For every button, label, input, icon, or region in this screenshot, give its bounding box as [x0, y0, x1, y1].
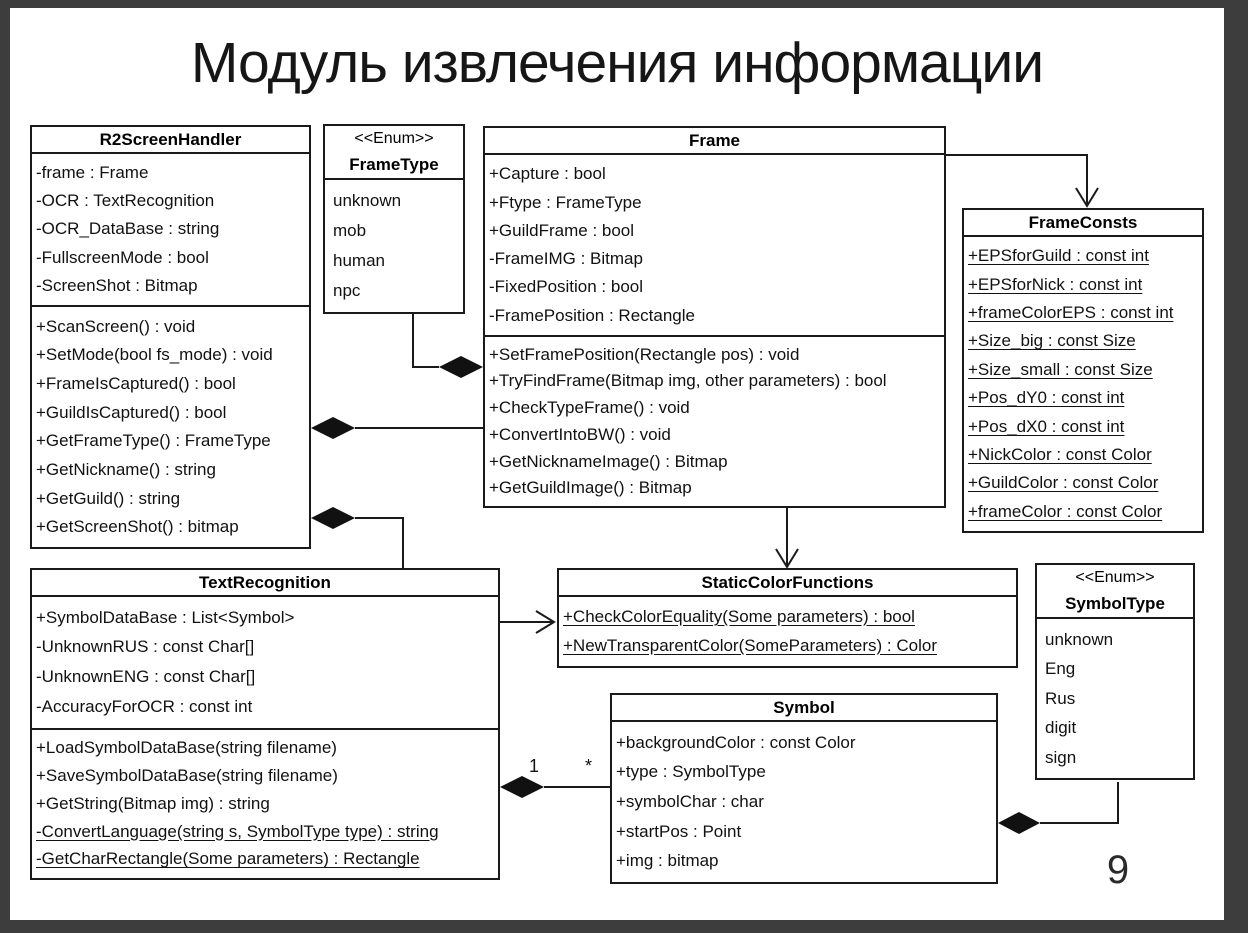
uml-attribute: -FramePosition : Rectangle [489, 305, 695, 325]
uml-method: +GetGuild() : string [36, 488, 181, 508]
enum-value: unknown [333, 191, 402, 210]
uml-attribute: +EPSforGuild : const int [968, 246, 1149, 266]
methods-section: +LoadSymbolDataBase(string filename) +Sa… [32, 727, 498, 878]
uml-method: +ScanScreen() : void [36, 316, 196, 336]
uml-method: +SetMode(bool fs_mode) : void [36, 345, 273, 365]
attributes-section: +Capture : bool +Ftype : FrameType +Guil… [485, 155, 944, 335]
page-number: 9 [1106, 848, 1130, 892]
enum-value: unknown [1045, 629, 1114, 649]
enum-value: sign [1045, 747, 1077, 767]
uml-method: +GetFrameType() : FrameType [36, 431, 271, 451]
enum-value: Rus [1045, 688, 1076, 708]
enum-name: FrameType [349, 155, 439, 174]
methods-section: +SetFramePosition(Rectangle pos) : void … [485, 335, 944, 506]
uml-method: +GetString(Bitmap img) : string [36, 793, 270, 813]
enum-values-section: unknown mob human npc [325, 180, 463, 312]
class-box-symbol: Symbol +backgroundColor : const Color +t… [610, 693, 998, 884]
attributes-section: +SymbolDataBase : List<Symbol> -UnknownR… [32, 597, 498, 728]
class-title: Frame [485, 128, 944, 155]
class-title: FrameConsts [964, 210, 1202, 237]
uml-attribute: +img : bitmap [616, 851, 719, 871]
multiplicity-one: 1 [529, 756, 540, 776]
uml-method: +FrameIsCaptured() : bool [36, 373, 236, 393]
uml-attribute: +GuildColor : const Color [968, 473, 1159, 493]
uml-attribute: -FullscreenMode : bool [36, 247, 209, 267]
uml-attribute: -AccuracyForOCR : const int [36, 696, 253, 716]
attributes-section: +EPSforGuild : const int +EPSforNick : c… [964, 237, 1202, 531]
class-box-frameconsts: FrameConsts +EPSforGuild : const int +EP… [962, 208, 1204, 533]
uml-attribute: -FixedPosition : bool [489, 277, 644, 297]
uml-method: +TryFindFrame(Bitmap img, other paramete… [489, 371, 887, 391]
uml-attribute: +EPSforNick : const int [968, 274, 1143, 294]
uml-attribute: +frameColorEPS : const int [968, 303, 1174, 323]
enum-stereotype: <<Enum>> [354, 130, 434, 147]
uml-method: +GetNickname() : string [36, 459, 216, 479]
uml-attribute: +Pos_dY0 : const int [968, 388, 1125, 408]
uml-attribute: +Pos_dX0 : const int [968, 416, 1125, 436]
uml-attribute: +NickColor : const Color [968, 444, 1152, 464]
uml-method: +LoadSymbolDataBase(string filename) [36, 738, 337, 758]
uml-method: +GetGuildImage() : Bitmap [489, 478, 692, 498]
uml-method: +SaveSymbolDataBase(string filename) [36, 766, 338, 786]
uml-attribute: -UnknownRUS : const Char[] [36, 637, 255, 657]
uml-attribute: -ScreenShot : Bitmap [36, 275, 198, 295]
class-title: R2ScreenHandler [32, 127, 309, 154]
uml-attribute: +SymbolDataBase : List<Symbol> [36, 607, 295, 627]
uml-attribute: +Capture : bool [489, 164, 606, 184]
methods-section: +CheckColorEquality(Some parameters) : b… [559, 597, 1016, 666]
class-box-textrecognition: TextRecognition +SymbolDataBase : List<S… [30, 568, 500, 880]
uml-method: +GetNicknameImage() : Bitmap [489, 451, 728, 471]
class-title: StaticColorFunctions [559, 570, 1016, 597]
uml-attribute: -OCR_DataBase : string [36, 219, 220, 239]
enum-value: mob [333, 221, 367, 240]
class-title: TextRecognition [32, 570, 498, 597]
uml-method: -GetCharRectangle(Some parameters) : Rec… [36, 849, 420, 869]
enum-value: human [333, 251, 385, 270]
uml-attribute: +Size_big : const Size [968, 331, 1136, 351]
methods-section: +ScanScreen() : void +SetMode(bool fs_mo… [32, 304, 309, 547]
uml-method: +CheckColorEquality(Some parameters) : b… [563, 607, 915, 626]
uml-attribute: -FrameIMG : Bitmap [489, 249, 643, 269]
uml-method: +CheckTypeFrame() : void [489, 398, 690, 418]
enum-title: <<Enum>> FrameType [325, 126, 463, 180]
attributes-section: +backgroundColor : const Color +type : S… [612, 722, 996, 882]
multiplicity-many: * [585, 756, 593, 776]
uml-method: -ConvertLanguage(string s, SymbolType ty… [36, 821, 439, 841]
enum-name: SymbolType [1065, 594, 1165, 613]
class-box-r2screenhandler: R2ScreenHandler -frame : Frame -OCR : Te… [30, 125, 311, 549]
uml-attribute: +backgroundColor : const Color [616, 732, 856, 752]
uml-method: +NewTransparentColor(SomeParameters) : C… [563, 636, 937, 655]
enum-box-frametype: <<Enum>> FrameType unknown mob human npc [323, 124, 465, 314]
uml-attribute: +GuildFrame : bool [489, 220, 635, 240]
uml-attribute: -frame : Frame [36, 163, 149, 183]
class-title: Symbol [612, 695, 996, 722]
uml-attribute: +Ftype : FrameType [489, 192, 642, 212]
uml-attribute: +type : SymbolType [616, 762, 766, 782]
uml-attribute: -OCR : TextRecognition [36, 191, 215, 211]
uml-method: +SetFramePosition(Rectangle pos) : void [489, 344, 800, 364]
slide-title: Модуль извлечения информации [190, 31, 1044, 95]
enum-values-section: unknown Eng Rus digit sign [1037, 619, 1193, 778]
attributes-section: -frame : Frame -OCR : TextRecognition -O… [32, 154, 309, 305]
class-box-frame: Frame +Capture : bool +Ftype : FrameType… [483, 126, 946, 508]
uml-method: +GuildIsCaptured() : bool [36, 402, 227, 422]
uml-attribute: +startPos : Point [616, 821, 742, 841]
uml-attribute: +frameColor : const Color [968, 501, 1163, 521]
class-box-staticcolorfunctions: StaticColorFunctions +CheckColorEquality… [557, 568, 1018, 668]
enum-value: digit [1045, 718, 1077, 737]
uml-method: +GetScreenShot() : bitmap [36, 517, 239, 537]
enum-stereotype: <<Enum>> [1075, 569, 1155, 586]
enum-value: Eng [1045, 659, 1076, 678]
uml-method: +ConvertIntoBW() : void [489, 424, 671, 444]
uml-attribute: +symbolChar : char [616, 791, 764, 811]
uml-attribute: -UnknownENG : const Char[] [36, 667, 256, 687]
enum-title: <<Enum>> SymbolType [1037, 565, 1193, 619]
enum-box-symboltype: <<Enum>> SymbolType unknown Eng Rus digi… [1035, 563, 1195, 780]
uml-attribute: +Size_small : const Size [968, 359, 1153, 379]
enum-value: npc [333, 281, 361, 300]
